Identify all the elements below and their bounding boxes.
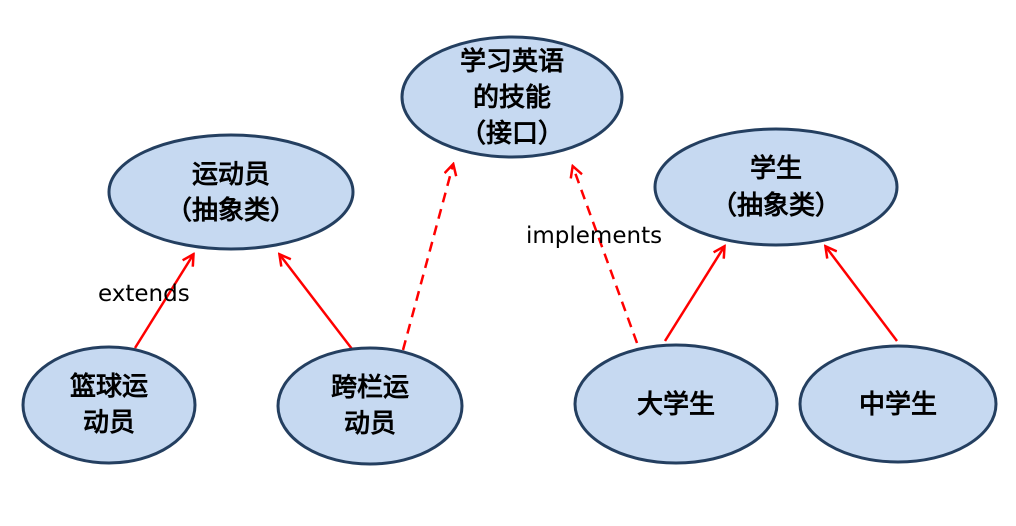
college-student-node-label: 大学生 xyxy=(637,389,715,420)
basketball-player-node-line-2: 动员 xyxy=(83,408,135,438)
interface-node-line-3: （接口） xyxy=(460,119,564,149)
arrow-hurdler-to-athlete xyxy=(280,255,353,350)
student-node-line-2: （抽象类） xyxy=(711,190,841,221)
dashed-arrow-hurdler-to-interface xyxy=(401,165,453,351)
arrow-college-to-student xyxy=(663,247,724,342)
middle-school-student-node-label: 中学生 xyxy=(859,389,937,420)
extends-label: extends xyxy=(98,281,190,307)
implements-label: implements xyxy=(526,223,662,249)
hurdler-node-line-1: 跨栏运 xyxy=(331,373,409,403)
athlete-node-line-2: （抽象类） xyxy=(166,195,296,226)
dashed-arrow-college-to-interface xyxy=(573,167,639,344)
middle-school-student-node[interactable]: 中学生 xyxy=(798,344,998,464)
interface-node-line-1: 学习英语 xyxy=(460,46,564,77)
hurdler-node[interactable]: 跨栏运 动员 xyxy=(276,346,464,466)
student-node[interactable]: 学生 （抽象类） xyxy=(653,127,899,247)
arrow-middle-to-student xyxy=(826,247,898,342)
interface-node-line-2: 的技能 xyxy=(473,82,551,113)
athlete-node[interactable]: 运动员 （抽象类） xyxy=(107,133,355,251)
basketball-player-node[interactable]: 篮球运 动员 xyxy=(21,345,197,465)
hurdler-node-line-2: 动员 xyxy=(344,409,396,439)
college-student-node[interactable]: 大学生 xyxy=(573,343,779,465)
athlete-node-line-1: 运动员 xyxy=(192,160,270,190)
arrow-basketball-to-athlete xyxy=(133,255,193,349)
interface-node[interactable]: 学习英语 的技能 （接口） xyxy=(400,35,624,159)
basketball-player-node-line-1: 篮球运 xyxy=(69,371,148,402)
student-node-line-1: 学生 xyxy=(750,153,802,184)
